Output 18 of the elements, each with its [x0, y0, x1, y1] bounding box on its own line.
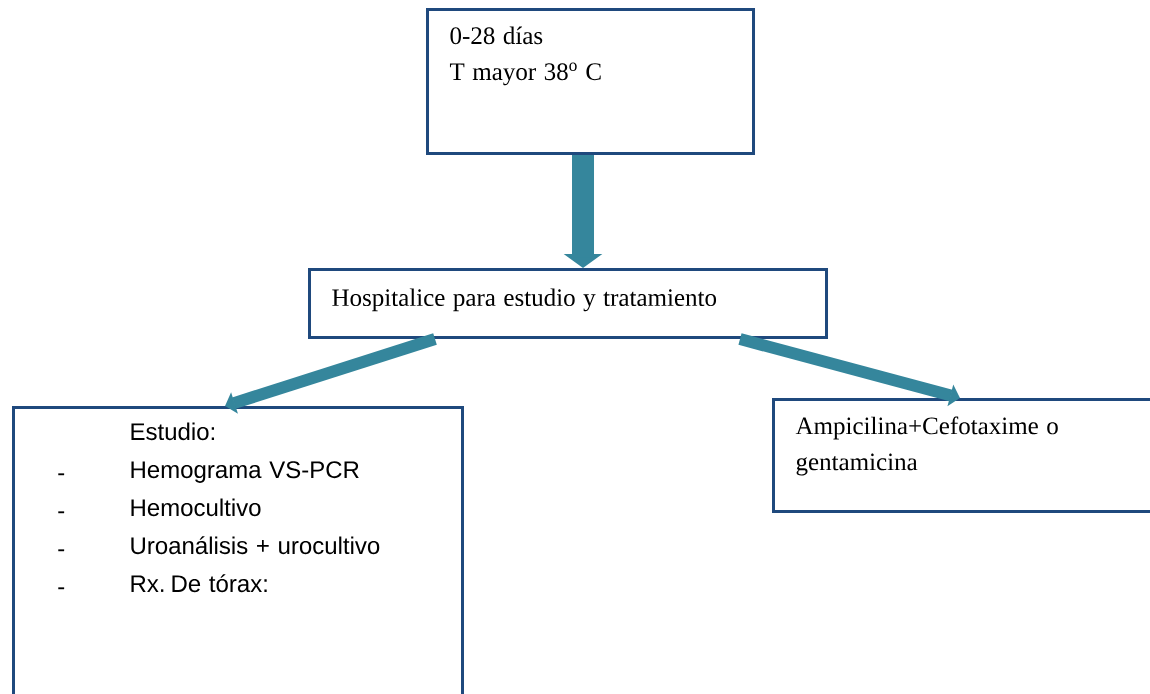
bullet-dash: - [58, 587, 65, 590]
list-item: Rx. De tórax: [131, 574, 267, 593]
process-box [772, 398, 1150, 513]
list-item: Hemograma VS-PCR [131, 461, 359, 483]
bullet-dash: - [58, 473, 65, 476]
bullet-dash: - [58, 549, 65, 552]
bullet-dash: - [58, 511, 65, 514]
study-box [12, 406, 464, 694]
heading: Estudio: [131, 422, 214, 441]
arrow [225, 333, 437, 414]
box-text: Ampicilina+Cefotaxime o gentamicina [795, 416, 1058, 476]
list-item: Hemocultivo [131, 498, 261, 517]
box-text: T mayor 38$^{o}$ C [449, 62, 601, 86]
box-text: Hospitalice para estudio y tratamiento [332, 288, 717, 312]
box-text: 0-28 días [450, 26, 543, 45]
process-box [308, 268, 828, 339]
list-item: Uroanálisis + urocultivo [131, 536, 380, 555]
process-box [426, 8, 755, 155]
